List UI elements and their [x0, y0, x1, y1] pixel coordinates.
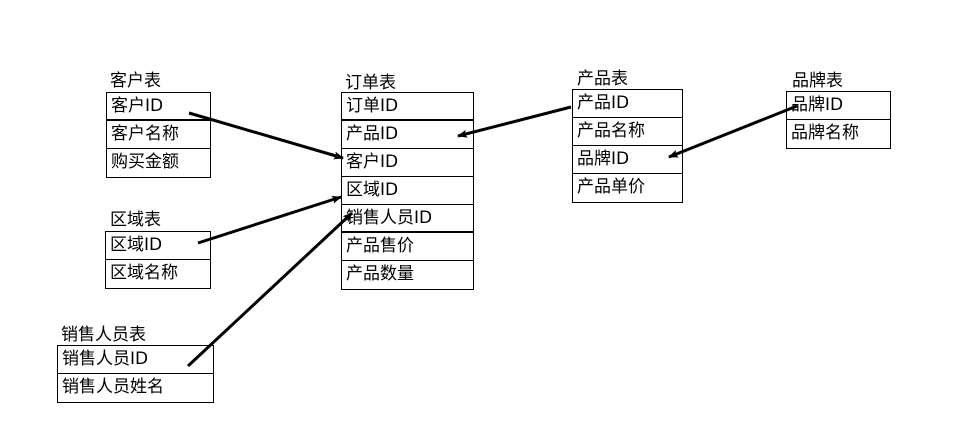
order-field-region-id: 区域ID	[342, 177, 473, 205]
brand-table-title: 品牌表	[792, 71, 843, 91]
arrow-brand-to-product	[668, 104, 798, 159]
order-field-product-id: 产品ID	[342, 121, 473, 149]
product-field-name: 产品名称	[573, 118, 682, 146]
order-field-salesperson-id: 销售人员ID	[342, 205, 473, 233]
region-table-title: 区域表	[110, 210, 161, 230]
product-field-brand-id: 品牌ID	[573, 146, 682, 174]
order-field-customer-id: 客户ID	[342, 149, 473, 177]
brand-table: 品牌ID 品牌名称	[786, 91, 891, 149]
arrow-region-to-order	[197, 195, 342, 245]
brand-field-id: 品牌ID	[787, 92, 890, 120]
order-field-quantity: 产品数量	[346, 264, 414, 284]
region-field-name: 区域名称	[110, 263, 178, 283]
salesperson-field-name: 销售人员姓名	[62, 377, 164, 397]
product-field-id: 产品ID	[573, 90, 682, 118]
product-table: 产品ID 产品名称 品牌ID 产品单价	[572, 89, 683, 203]
customer-field-amount: 购买金额	[111, 152, 179, 172]
customer-table: 客户ID 客户名称 购买金额	[106, 92, 211, 178]
order-field-price: 产品售价	[342, 233, 473, 261]
salesperson-table: 销售人员ID 销售人员姓名	[57, 345, 214, 403]
order-table: 订单ID 产品ID 客户ID 区域ID 销售人员ID 产品售价 产品数量	[341, 92, 474, 290]
salesperson-field-id: 销售人员ID	[58, 346, 213, 374]
arrow-customer-to-order	[188, 111, 344, 160]
order-table-title: 订单表	[345, 73, 396, 93]
customer-field-name: 客户名称	[107, 121, 210, 149]
arrow-salesperson-to-order	[186, 211, 354, 368]
product-field-unit-price: 产品单价	[577, 177, 645, 197]
customer-table-title: 客户表	[110, 71, 161, 91]
region-table: 区域ID 区域名称	[105, 231, 211, 289]
product-table-title: 产品表	[577, 69, 628, 89]
customer-field-id: 客户ID	[107, 93, 210, 121]
arrow-product-to-order	[457, 105, 572, 138]
salesperson-table-title: 销售人员表	[61, 325, 146, 345]
order-field-order-id: 订单ID	[342, 93, 473, 121]
brand-field-name: 品牌名称	[791, 123, 859, 143]
region-field-id: 区域ID	[106, 232, 210, 260]
